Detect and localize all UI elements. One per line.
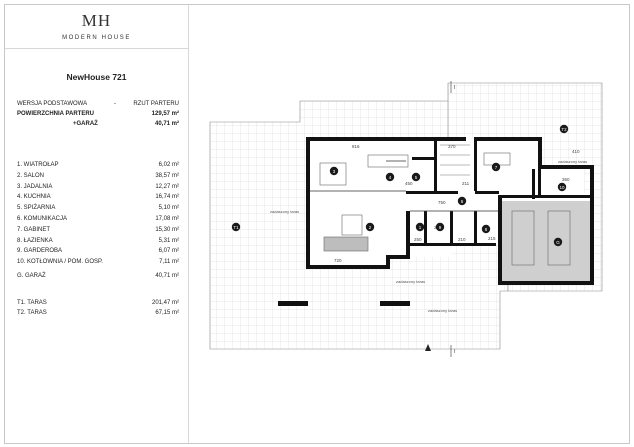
- floor-plan: 816 370 750 230 720 215 410 360 250 210 …: [209, 81, 603, 357]
- section-mark: I: [454, 85, 455, 91]
- room-value: 17,08 m²: [155, 216, 179, 222]
- dim-label: 410: [572, 149, 580, 154]
- room-badge: [559, 124, 569, 134]
- stairs: [440, 144, 470, 176]
- logo-header: MH MODERN HOUSE: [5, 5, 188, 49]
- room-badge: [553, 237, 563, 247]
- garage-area-label: +GARAŻ: [73, 121, 98, 127]
- terrace-value: 201,47 m²: [151, 300, 179, 306]
- room-label: 1. WIATROŁAP: [17, 162, 59, 168]
- room-number: 4: [389, 175, 392, 180]
- room-value: 6,07 m²: [158, 248, 179, 255]
- note-label: zadaszony taras: [396, 279, 425, 284]
- room-badge: [329, 166, 339, 176]
- room-number: 7: [495, 165, 498, 170]
- floor-area-value: 129,57 m²: [151, 111, 179, 117]
- terrace-value: 67,15 m²: [155, 310, 179, 316]
- dim-label: 210: [458, 237, 466, 242]
- room-label: 9. GARDEROBA: [17, 248, 63, 255]
- room-badge: [481, 224, 491, 234]
- room-label: 6. KOMUNIKACJA: [17, 216, 68, 222]
- dimension-labels: 816 370 750 230 720 215 410 360 250 210 …: [334, 144, 580, 263]
- room-badge: [231, 222, 241, 232]
- room-label: 3. JADALNIA: [17, 183, 53, 190]
- room-number: T2: [561, 127, 567, 132]
- version-label: WERSJA PODSTAWOWA: [17, 101, 88, 107]
- info-panel: MH MODERN HOUSE NewHouse 721 WERSJA PODS…: [5, 5, 189, 443]
- room-number: 2: [369, 225, 372, 230]
- dim-label: 720: [334, 258, 342, 263]
- walls: [278, 137, 594, 306]
- room-value: 6,02 m²: [158, 162, 179, 168]
- room-badge: [457, 196, 467, 206]
- dim-label: 370: [448, 144, 456, 149]
- room-badge: [491, 162, 501, 172]
- floor-area-label: POWIERZCHNIA PARTERU: [17, 111, 94, 117]
- room-value: 5,31 m²: [158, 237, 179, 244]
- terrace-notes: zadaszony taras zadaszony taras zadaszon…: [270, 159, 587, 313]
- dim-label: 211: [462, 181, 470, 186]
- section-mark: I: [454, 349, 455, 355]
- note-label: zadaszony taras: [558, 159, 587, 164]
- garage-floor: [502, 201, 592, 281]
- terrace-label: T1. TARAS: [17, 300, 47, 306]
- room-number: 9: [439, 225, 442, 230]
- partitions: [310, 160, 498, 212]
- room-badge: [385, 172, 395, 182]
- room-value: 12,27 m²: [155, 183, 179, 190]
- room-badge: [557, 182, 567, 192]
- garage-label: G. GARAŻ: [17, 273, 46, 279]
- plan-label: RZUT PARTERU: [133, 101, 179, 107]
- note-label: zadaszony taras: [428, 308, 457, 313]
- project-title: NewHouse 721: [66, 72, 127, 82]
- room-number: 6: [461, 199, 464, 204]
- room-value: 38,57 m²: [155, 172, 179, 179]
- room-label: 8. ŁAZIENKA: [17, 237, 53, 244]
- dim-label: 816: [352, 144, 360, 149]
- dim-label: 360: [562, 177, 570, 182]
- furniture: [319, 152, 571, 266]
- section-marks: I I: [450, 81, 455, 357]
- room-number: 1: [419, 225, 422, 230]
- room-badge: [415, 222, 425, 232]
- room-number: G: [556, 240, 560, 245]
- brand-name: MODERN HOUSE: [62, 35, 131, 41]
- dim-label: 450: [405, 181, 413, 186]
- room-number: 10: [559, 185, 565, 190]
- dim-label: 215: [488, 236, 496, 241]
- room-label: 2. SALON: [17, 172, 45, 179]
- garage-value: 40,71 m²: [155, 273, 179, 279]
- room-label: 5. SPIŻARNIA: [17, 205, 56, 212]
- room-value: 5,10 m²: [158, 205, 179, 212]
- room-number: 8: [485, 227, 488, 232]
- dim-label: 250: [414, 237, 422, 242]
- garage-area-value: 40,71 m²: [154, 121, 179, 127]
- room-number: 5: [415, 175, 418, 180]
- room-badge: [411, 172, 421, 182]
- brand-logo-icon: MH: [81, 11, 112, 30]
- terrace-label: T2. TARAS: [17, 310, 47, 316]
- room-badge: [365, 222, 375, 232]
- north-arrow-icon: [425, 344, 431, 351]
- room-label: 7. GABINET: [17, 226, 51, 233]
- dim-label: 750: [438, 200, 446, 205]
- room-value: 15,30 m²: [155, 226, 179, 233]
- room-value: 16,74 m²: [155, 194, 179, 201]
- room-number: 3: [333, 169, 336, 174]
- room-badge: [435, 222, 445, 232]
- version-dash: -: [114, 101, 116, 107]
- plan-sheet: MH MODERN HOUSE NewHouse 721 WERSJA PODS…: [4, 4, 630, 444]
- room-label: 10. KOTŁOWNIA / POM. GOSP.: [17, 259, 103, 266]
- room-value: 7,11 m²: [159, 259, 179, 266]
- room-badges: 1 2 3 4 5 6 7 8 9 10G T1 T2: [231, 124, 569, 247]
- note-label: zadaszony taras: [270, 209, 299, 214]
- room-number: T1: [233, 225, 239, 230]
- room-label: 4. KUCHNIA: [17, 194, 51, 201]
